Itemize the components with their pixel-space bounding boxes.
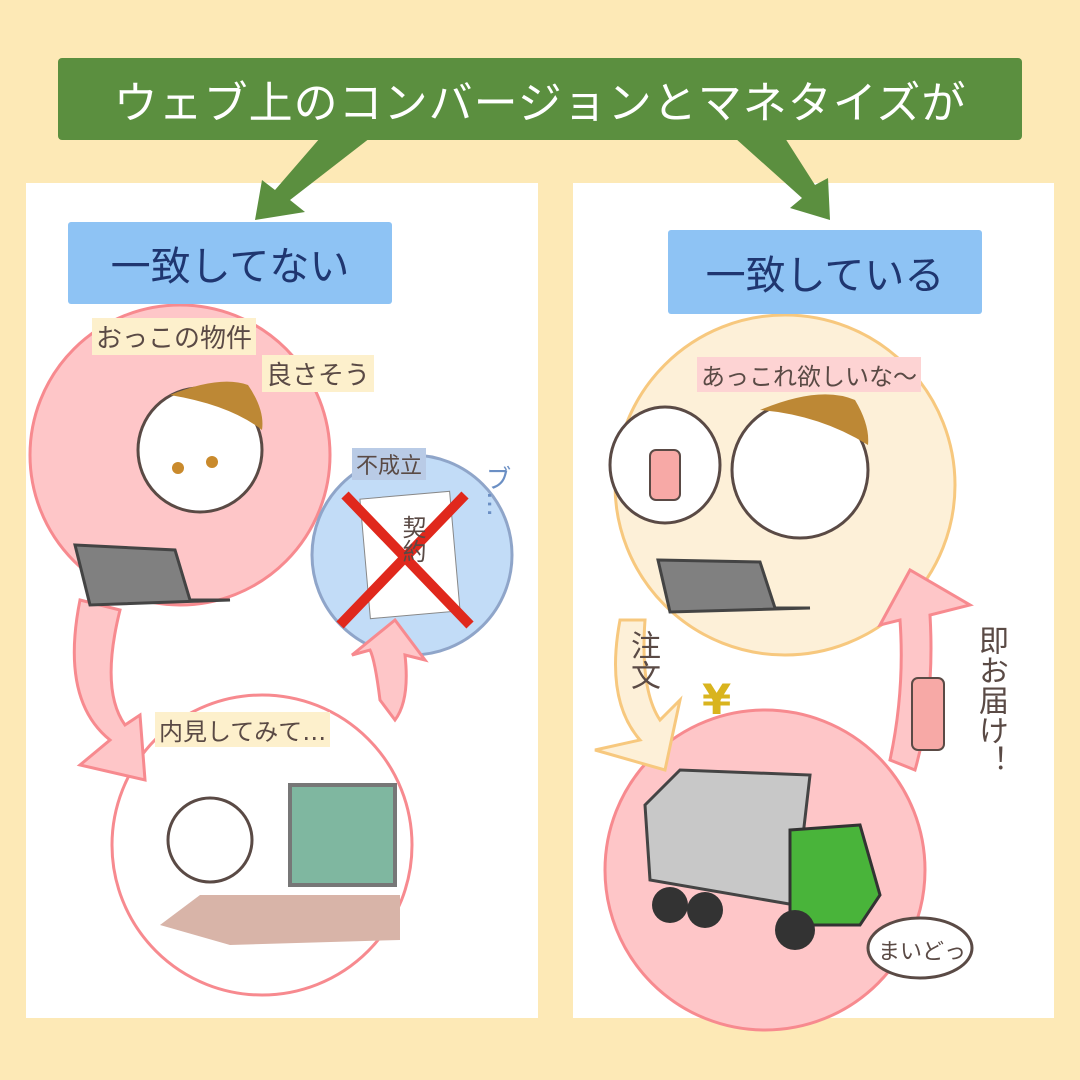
- truck-cargo: [643, 768, 812, 907]
- truck-cab: [788, 823, 882, 927]
- eye: [172, 462, 184, 474]
- thought-line-2: 良さそう: [262, 355, 375, 392]
- delivery-label: 即お届け！: [973, 625, 1008, 775]
- mismatch-label: 一致してない: [68, 222, 392, 304]
- truck-wheel: [652, 887, 688, 923]
- want-thought: あっこれ欲しいな〜: [697, 357, 921, 392]
- person-head-back: [166, 796, 254, 884]
- truck-wheel: [775, 910, 815, 950]
- match-label: 一致している: [668, 230, 982, 314]
- flow-arrow-up: [351, 617, 429, 723]
- product-bottle-icon: [649, 449, 681, 501]
- viewing-caption: 内見してみて…: [155, 712, 331, 747]
- speech-bubble: [866, 916, 974, 980]
- laptop-icon: [73, 543, 231, 607]
- truck-speech: まいどっ: [878, 940, 967, 965]
- window: [288, 783, 397, 887]
- truck-wheel: [687, 892, 723, 928]
- sound-effect: ブ…: [481, 465, 511, 517]
- match-label-text: 一致している: [705, 253, 945, 299]
- yen-icon: ¥: [702, 675, 732, 724]
- eye: [206, 456, 218, 468]
- hair: [760, 394, 869, 445]
- failed-label: 不成立: [352, 448, 427, 480]
- title-banner: ウェブ上のコンバージョンとマネタイズが: [58, 58, 1022, 140]
- cross-icon: [336, 491, 474, 629]
- order-label: 注文: [625, 630, 660, 690]
- flow-arrow-down: [72, 598, 147, 782]
- order-arrow: [594, 618, 683, 772]
- banner-title: ウェブ上のコンバージョンとマネタイズが: [113, 78, 967, 129]
- product-bottle-icon: [911, 677, 945, 751]
- contract-text: 契約: [398, 515, 426, 563]
- arrow-left-icon: [255, 138, 370, 220]
- hair: [170, 381, 263, 430]
- thought-line-1: おっこの物件: [92, 318, 257, 355]
- laptop-icon: [656, 558, 811, 614]
- arrow-right-icon: [735, 138, 830, 220]
- floor: [160, 895, 400, 945]
- mismatch-label-text: 一致してない: [110, 244, 350, 290]
